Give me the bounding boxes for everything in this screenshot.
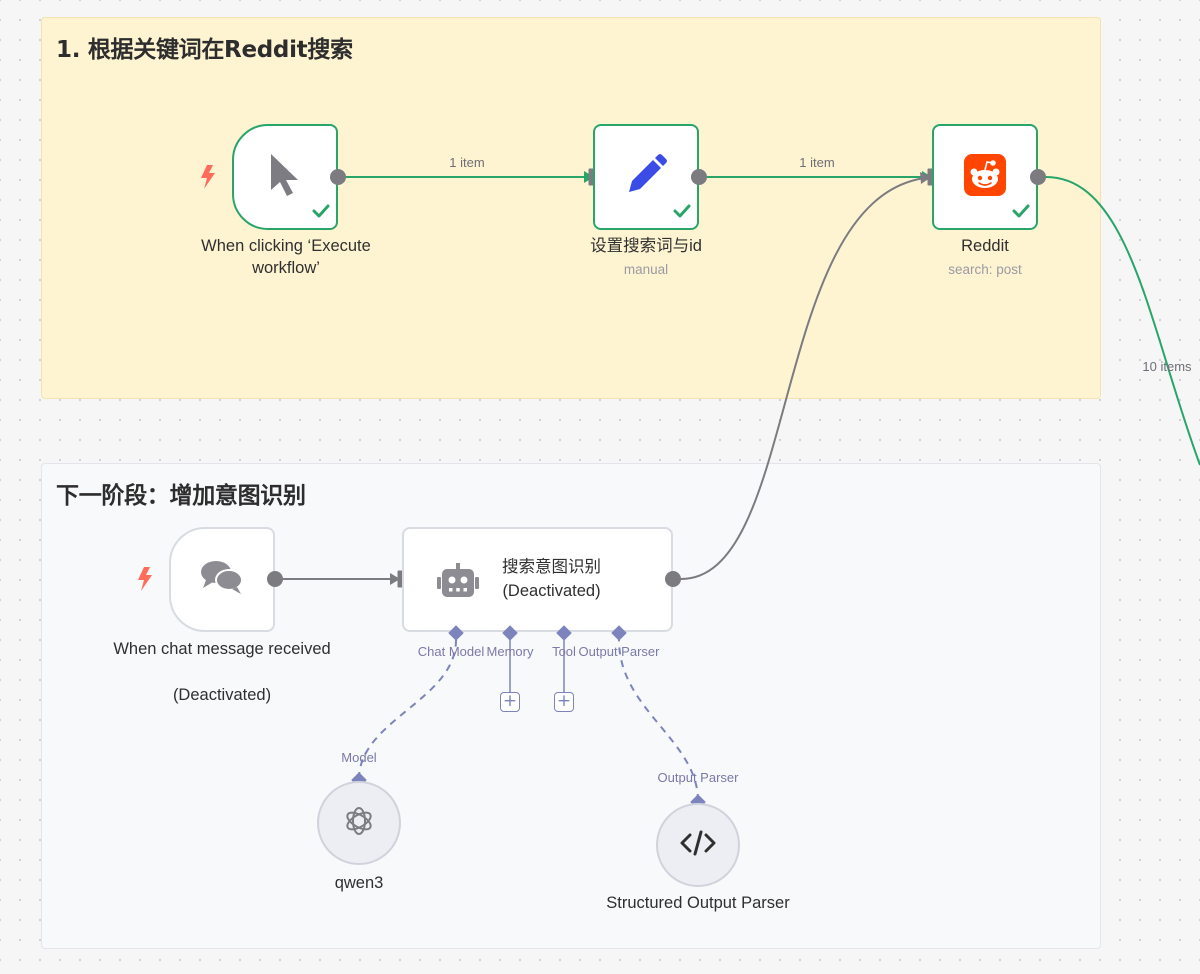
pencil-icon — [623, 152, 669, 203]
chat-trigger-node[interactable] — [169, 527, 275, 632]
edge-label-items: 1 item — [799, 155, 835, 170]
chat-bubbles-icon — [199, 558, 245, 601]
sticky-note-reddit-search[interactable]: 1. 根据关键词在Reddit搜索 — [41, 17, 1101, 399]
reddit-icon — [963, 153, 1007, 202]
node-status: (Deactivated) — [502, 582, 601, 600]
connector-label: Memory — [486, 644, 534, 659]
trigger-bolt-icon — [136, 566, 154, 597]
node-label: When chat message received — [113, 640, 331, 658]
output-handle[interactable] — [330, 169, 346, 185]
node-sublabel: search: post — [948, 262, 1022, 277]
connector-label: Model — [341, 750, 377, 765]
edge-label-items: 1 item — [449, 155, 485, 170]
structured-output-parser-node[interactable] — [656, 803, 740, 887]
node-label: 搜索意图识别 — [502, 558, 601, 576]
node-label: Reddit — [961, 237, 1009, 255]
success-check-icon — [1012, 204, 1030, 223]
edge-arrowhead — [390, 573, 400, 585]
manual-trigger-node[interactable] — [232, 124, 338, 230]
node-label: When clicking ‘Execute workflow’ — [201, 237, 371, 277]
output-handle[interactable] — [1030, 169, 1046, 185]
edge-parser-to-agent — [618, 639, 699, 802]
edge-label-items: 10 items — [1142, 359, 1192, 374]
openai-icon — [342, 804, 376, 843]
cursor-icon — [268, 152, 302, 203]
output-handle[interactable] — [267, 571, 283, 587]
model-node[interactable] — [317, 781, 401, 865]
node-status: (Deactivated) — [172, 686, 272, 704]
add-tool-button[interactable]: + — [554, 692, 574, 712]
edge-agent-to-reddit — [680, 177, 926, 580]
node-label: qwen3 — [334, 874, 384, 892]
success-check-icon — [673, 204, 691, 223]
output-handle[interactable] — [691, 169, 707, 185]
set-node[interactable] — [593, 124, 699, 230]
node-sublabel: manual — [623, 262, 669, 277]
connector-label: Chat Model — [417, 644, 485, 659]
reddit-node[interactable] — [932, 124, 1038, 230]
connector-label: Tool — [552, 644, 576, 659]
sticky-title: 下一阶段：增加意图识别 — [56, 483, 306, 509]
trigger-bolt-icon — [199, 164, 217, 195]
success-check-icon — [312, 204, 330, 223]
output-handle[interactable] — [665, 571, 681, 587]
edge-reddit-out — [1045, 176, 1200, 466]
add-memory-button[interactable]: + — [500, 692, 520, 712]
sticky-title: 1. 根据关键词在Reddit搜索 — [56, 37, 353, 63]
node-label: 设置搜索词与id — [590, 237, 702, 255]
code-icon — [680, 830, 716, 861]
connector-label: Output Parser — [578, 644, 660, 659]
node-label: Structured Output Parser — [606, 894, 790, 912]
agent-node[interactable]: 搜索意图识别 (Deactivated) — [402, 527, 673, 632]
edge-arrowhead — [920, 172, 931, 184]
connector-label: Output Parser — [657, 770, 739, 785]
robot-icon — [436, 563, 480, 604]
